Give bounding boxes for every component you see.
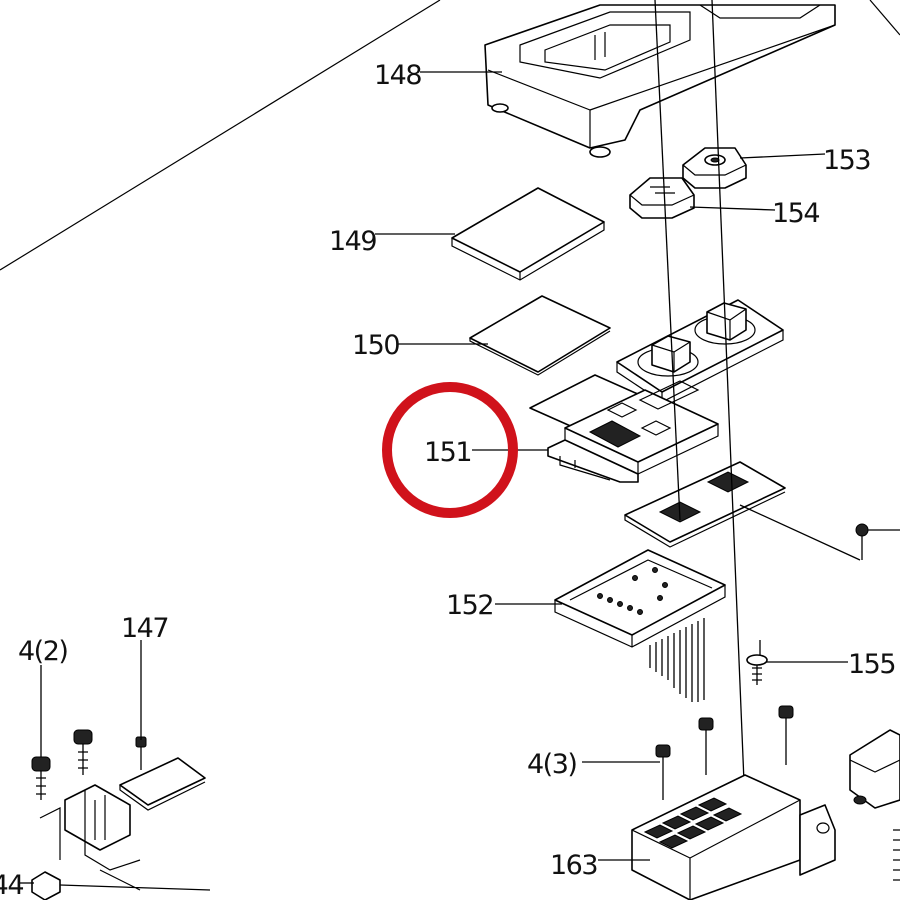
part-154-cap xyxy=(629,177,695,219)
part-152-connector-board xyxy=(554,549,726,702)
background-panel-outline xyxy=(0,0,900,271)
callout-147: 147 xyxy=(121,613,168,644)
callout-144: 144 xyxy=(0,870,23,900)
callout-151: 151 xyxy=(424,437,471,468)
callout-4-3: 4(3) xyxy=(527,749,576,780)
circuit-board xyxy=(624,461,861,561)
callout-152: 152 xyxy=(446,590,493,621)
right-edge-part xyxy=(849,729,900,881)
pin-dots xyxy=(597,567,668,615)
callout-154: 154 xyxy=(772,198,819,229)
callout-labels: 148 149 150 151 152 153 154 155 147 4(2)… xyxy=(0,60,897,900)
screw-155 xyxy=(746,640,768,685)
callout-163: 163 xyxy=(550,850,597,881)
part-151-switch-module xyxy=(529,374,719,483)
part-163-connector-block xyxy=(631,774,836,900)
callout-153: 153 xyxy=(823,145,870,176)
callout-150: 150 xyxy=(352,330,399,361)
pin-leads xyxy=(649,618,705,702)
part-148-cover xyxy=(484,4,836,158)
screw-4-3-group xyxy=(655,705,794,800)
screws-4-2 xyxy=(31,729,93,800)
part-149-pad xyxy=(451,187,605,281)
highlight-circle xyxy=(382,382,518,518)
part-150-sheet xyxy=(469,295,611,376)
part-147-plate xyxy=(119,736,206,811)
assembly-guide-lines xyxy=(654,0,749,881)
callout-148: 148 xyxy=(374,60,421,91)
callout-4-2: 4(2) xyxy=(18,636,67,667)
left-bracket-assembly xyxy=(31,784,211,900)
connector-cells xyxy=(643,797,743,849)
switch-base xyxy=(616,299,784,403)
callout-155: 155 xyxy=(848,649,895,680)
right-edge-screw xyxy=(855,523,900,560)
part-153-cap xyxy=(682,147,747,189)
callout-149: 149 xyxy=(329,226,376,257)
